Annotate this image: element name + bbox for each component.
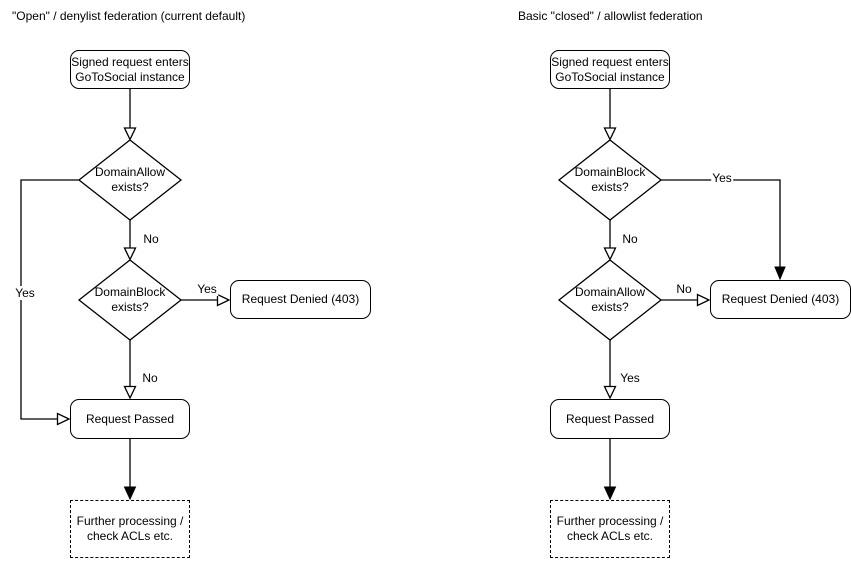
right-decision1-diamond bbox=[557, 139, 663, 221]
right-decision2-diamond bbox=[557, 259, 663, 341]
left-diagram-title: "Open" / denylist federation (current de… bbox=[12, 9, 246, 23]
arrowhead-right-further-icon bbox=[603, 486, 617, 501]
right-decision1-no-label: No bbox=[621, 232, 639, 246]
left-decision1-no-label: No bbox=[142, 232, 160, 246]
arrowhead-left-decision2-icon bbox=[123, 247, 137, 262]
left-decision1-diamond bbox=[77, 139, 183, 221]
arrowhead-left-passed-top-icon bbox=[123, 385, 137, 400]
right-denied-label: Request Denied (403) bbox=[721, 292, 840, 306]
arrowhead-right-passed-icon bbox=[603, 385, 617, 400]
left-denied-label: Request Denied (403) bbox=[241, 292, 360, 306]
left-decision2-no-label: No bbox=[141, 371, 159, 385]
left-further-node: Further processing / check ACLs etc. bbox=[70, 500, 190, 558]
right-decision2-yes-label: Yes bbox=[619, 371, 641, 385]
left-start-line2: GoToSocial instance bbox=[75, 69, 185, 84]
arrowhead-left-decision1-icon bbox=[123, 127, 137, 142]
left-decision2-diamond bbox=[77, 259, 183, 341]
left-passed-label: Request Passed bbox=[85, 411, 175, 426]
arrowhead-right-decision1-icon bbox=[603, 127, 617, 142]
left-passed-node: Request Passed bbox=[70, 399, 190, 439]
left-start-node: Signed request enters GoToSocial instanc… bbox=[70, 50, 190, 89]
left-denied-node: Request Denied (403) bbox=[230, 280, 371, 319]
left-decision1-yes-label: Yes bbox=[14, 286, 36, 300]
right-further-node: Further processing / check ACLs etc. bbox=[550, 500, 670, 558]
right-start-line1: Signed request enters bbox=[551, 54, 669, 69]
right-diagram-title: Basic "closed" / allowlist federation bbox=[518, 9, 703, 23]
left-start-line1: Signed request enters bbox=[71, 54, 189, 69]
left-decision2-yes-label: Yes bbox=[196, 282, 218, 296]
right-passed-label: Request Passed bbox=[565, 411, 655, 426]
right-denied-node: Request Denied (403) bbox=[710, 280, 851, 319]
arrowhead-right-denied-top-icon bbox=[774, 266, 786, 281]
right-passed-node: Request Passed bbox=[550, 399, 670, 439]
right-further-line2: check ACLs etc. bbox=[566, 529, 654, 543]
arrowhead-left-denied-icon bbox=[216, 293, 231, 307]
arrowhead-right-denied-side-icon bbox=[696, 293, 711, 307]
right-connector-decision1-yes-to-denied bbox=[661, 179, 781, 267]
right-start-line2: GoToSocial instance bbox=[555, 69, 665, 84]
left-further-line1: Further processing / bbox=[76, 514, 184, 528]
right-decision2-no-label: No bbox=[675, 282, 693, 296]
right-further-line1: Further processing / bbox=[556, 514, 664, 528]
right-start-node: Signed request enters GoToSocial instanc… bbox=[550, 50, 670, 89]
arrowhead-left-further-icon bbox=[123, 486, 137, 501]
right-decision1-yes-label: Yes bbox=[711, 171, 733, 185]
left-further-line2: check ACLs etc. bbox=[86, 529, 174, 543]
arrowhead-right-decision2-icon bbox=[603, 247, 617, 262]
arrowhead-left-passed-side-icon bbox=[56, 412, 71, 426]
